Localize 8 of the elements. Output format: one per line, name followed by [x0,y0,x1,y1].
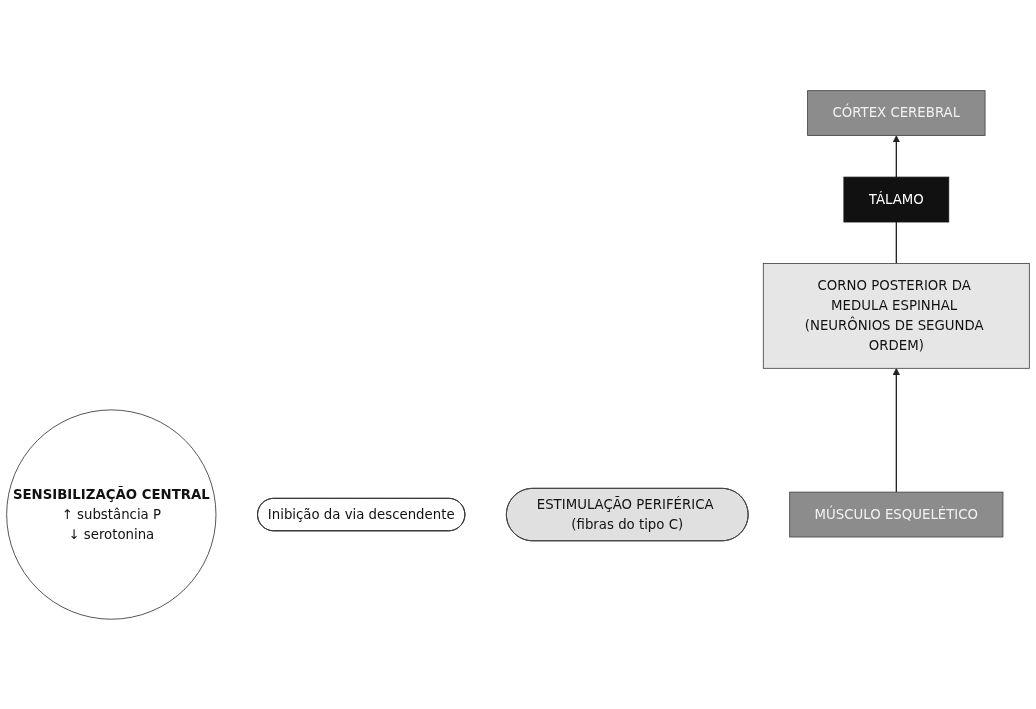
node-circle: SENSIBILIZAÇÃO CENTRAL ↑ substância P ↓ serotonina [6,409,217,620]
node-box: CORNO POSTERIOR DA MEDULA ESPINHAL (NEURÔNIOS DE SEGUNDA ORDEM) [762,262,1030,369]
node-box: CÓRTEX CEREBRAL [807,89,986,136]
node-box: TÁLAMO [843,176,950,222]
arrow [892,134,900,178]
arrow [892,367,900,493]
node-box: MÚSCULO ESQUELÉTICO [789,491,1004,537]
connector [895,220,897,264]
